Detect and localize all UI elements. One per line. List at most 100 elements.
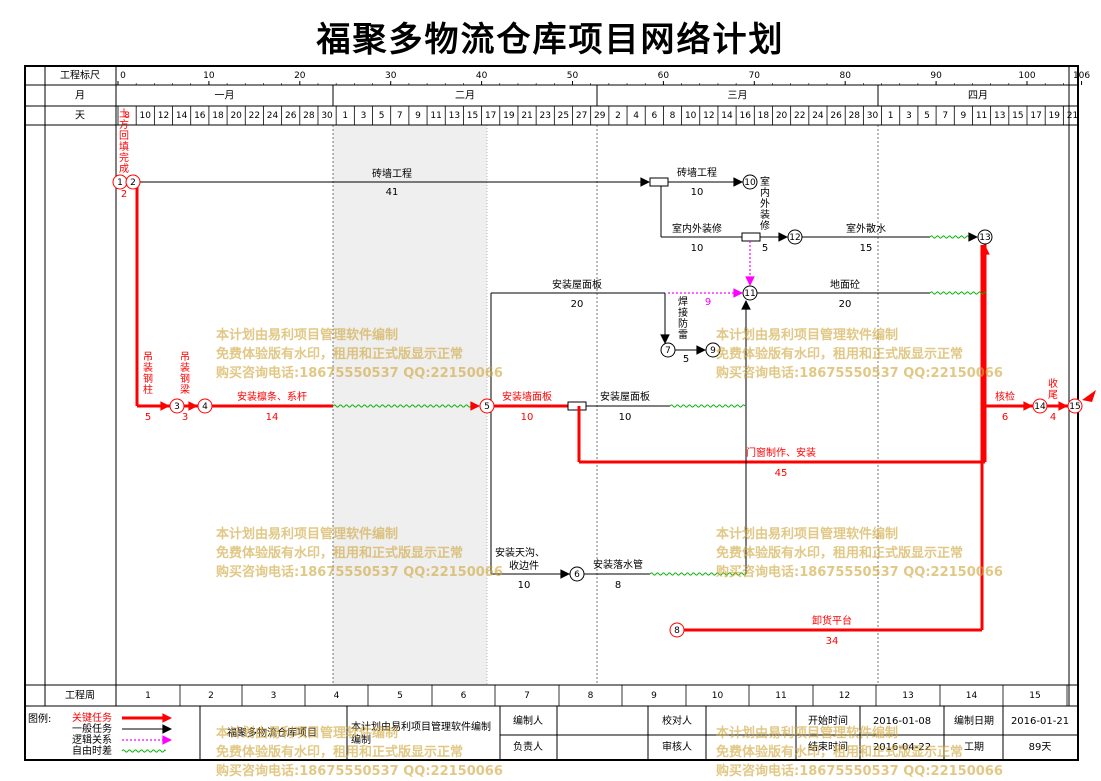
task-label: 回 [119, 130, 129, 142]
day-label: 16 [194, 111, 206, 121]
arrow-head [188, 401, 198, 411]
footer-project-name: 福聚多物流仓库项目 [227, 726, 317, 739]
task-label: 安装天沟、 [495, 546, 545, 559]
day-label: 1 [342, 111, 348, 121]
task-duration: 4 [1050, 412, 1056, 423]
node-circle [569, 566, 585, 582]
day-label: 4 [633, 111, 639, 121]
day-label: 19 [1049, 111, 1061, 121]
page-title: 福聚多物流仓库项目网络计划 [316, 20, 785, 60]
node-label: 10 [744, 178, 756, 188]
scale-tick-label: 0 [120, 71, 126, 81]
task-label: 室内外装修 [672, 222, 722, 235]
node-label: 5 [484, 402, 490, 412]
task-label: 安装墙面板 [502, 390, 552, 403]
task-label: 门窗制作、安装 [746, 446, 816, 459]
task-label: 雷 [678, 329, 688, 341]
day-label: 20 [230, 111, 242, 121]
scale-tick-label: 70 [749, 71, 761, 81]
arrow-head [696, 345, 706, 355]
task-label: 内 [760, 186, 770, 199]
footer-owner-label: 负责人 [513, 740, 543, 753]
week-label: 9 [651, 691, 657, 701]
day-label: 7 [397, 111, 403, 121]
arrow-head [162, 735, 172, 745]
month-label: 四月 [968, 90, 988, 102]
dummy-box [649, 177, 669, 187]
day-label: 30 [321, 111, 333, 121]
week-label: 8 [588, 691, 594, 701]
free-float-line [332, 404, 475, 408]
footer-duration-value: 89天 [1029, 742, 1052, 753]
task-duration: 14 [266, 412, 279, 423]
footer-start-label: 开始时间 [808, 714, 848, 727]
day-label: 21 [521, 111, 532, 121]
day-label: 11 [430, 111, 441, 121]
row-label-month: 月 [75, 90, 85, 102]
node-circle [705, 342, 721, 358]
arrow-head [162, 713, 172, 723]
task-duration: 10 [521, 412, 534, 423]
task-duration: 5 [145, 412, 151, 423]
free-float-line [929, 291, 986, 295]
logic-label: 9 [705, 297, 711, 308]
task-duration: 41 [386, 187, 399, 198]
task-label: 焊 [678, 296, 688, 308]
scale-tick-label: 10 [203, 71, 215, 81]
day-label: 30 [867, 111, 879, 121]
task-duration: 2 [121, 189, 127, 200]
task-label: 成 [119, 163, 129, 175]
task-label: 钢 [143, 372, 153, 385]
week-label: 10 [712, 691, 724, 701]
arrow-head [160, 401, 170, 411]
task-label: 装 [180, 361, 190, 374]
scale-tick-label: 50 [567, 71, 579, 81]
task-label: 接 [678, 306, 688, 319]
task-duration: 45 [775, 468, 788, 479]
task-duration: 10 [518, 580, 531, 591]
task-duration: 8 [615, 580, 621, 591]
day-label: 22 [249, 111, 260, 121]
task-label: 砖墙工程 [372, 167, 412, 180]
task-label: 填 [119, 140, 129, 153]
task-label: 防 [678, 317, 688, 330]
task-label: 卸货平台 [812, 614, 852, 627]
task-label: 外 [760, 198, 770, 210]
day-label: 13 [449, 111, 460, 121]
day-label: 18 [758, 111, 770, 121]
day-label: 26 [830, 111, 842, 121]
day-label: 20 [776, 111, 788, 121]
node-label: 13 [979, 233, 990, 243]
task-label: 完 [119, 151, 129, 164]
day-label: 24 [812, 111, 824, 121]
node-label: 7 [665, 346, 671, 356]
footer-reviewer-label: 审核人 [662, 740, 692, 753]
week-label: 4 [334, 691, 340, 701]
arrow-head [1023, 401, 1033, 411]
day-label: 10 [140, 111, 152, 121]
arrow-head [741, 300, 751, 310]
arrow-head [560, 569, 570, 579]
day-label: 2 [615, 111, 621, 121]
day-label: 1 [888, 111, 894, 121]
arrow-head [733, 177, 743, 187]
arrow-head [778, 232, 788, 242]
task-label: 安装落水管 [593, 558, 643, 571]
task-duration: 10 [619, 412, 632, 423]
footer-duration-label: 工期 [964, 741, 984, 753]
day-label: 17 [1030, 111, 1041, 121]
task-label: 柱 [143, 383, 153, 396]
task-label: 方 [119, 118, 129, 131]
dummy-box [741, 232, 761, 242]
task-label: 装 [760, 208, 770, 221]
legend-float-line [121, 749, 166, 753]
legend-label: 关键任务 [72, 711, 112, 724]
arrow-head [470, 401, 480, 411]
node-circle [742, 174, 758, 190]
row-label-scale: 工程标尺 [60, 70, 100, 82]
footer-finish-value: 2016-04-22 [873, 742, 931, 753]
month-label: 一月 [215, 90, 235, 102]
week-label: 2 [208, 691, 214, 701]
task-duration: 3 [182, 412, 188, 423]
